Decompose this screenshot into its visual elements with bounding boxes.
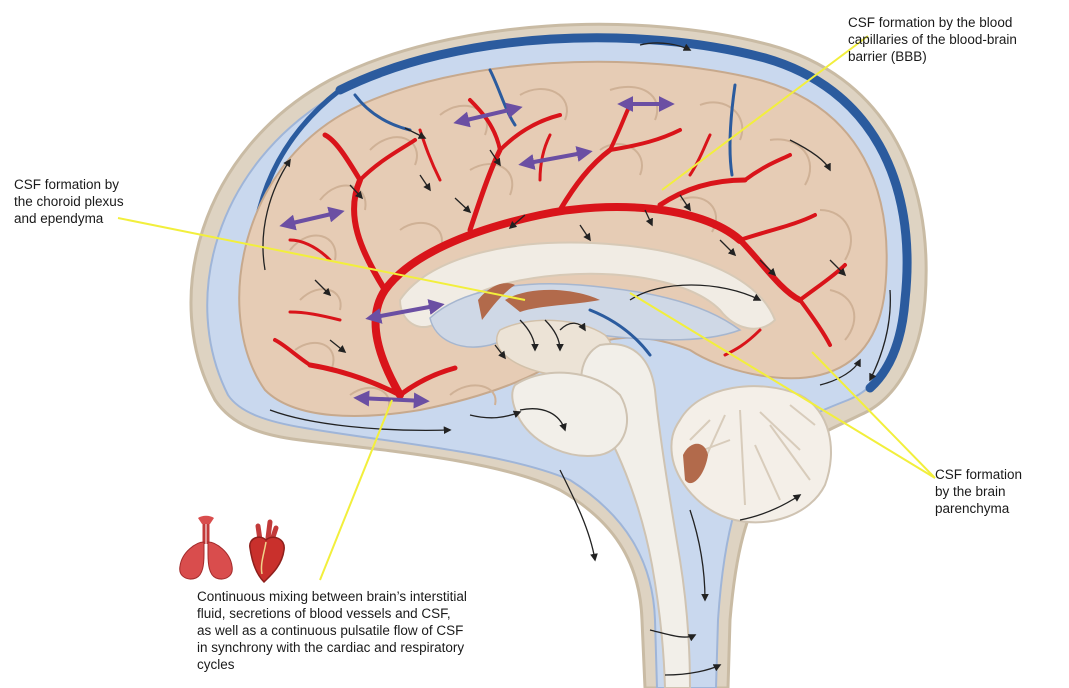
- label-parenchyma-formation: CSF formation by the brain parenchyma: [935, 466, 1022, 517]
- label-line: by the brain: [935, 483, 1022, 500]
- label-line: CSF formation by: [14, 176, 124, 193]
- label-bbb-formation: CSF formation by the blood capillaries o…: [848, 14, 1017, 65]
- label-line: cycles: [197, 656, 467, 673]
- lungs-icon: [174, 514, 238, 584]
- heart-icon: [240, 518, 290, 584]
- label-line: as well as a continuous pulsatile flow o…: [197, 622, 467, 639]
- label-choroid-formation: CSF formation by the choroid plexus and …: [14, 176, 124, 227]
- label-line: CSF formation by the blood: [848, 14, 1017, 31]
- label-line: capillaries of the blood-brain: [848, 31, 1017, 48]
- label-line: the choroid plexus: [14, 193, 124, 210]
- label-continuous-mixing: Continuous mixing between brain’s inters…: [197, 588, 467, 673]
- label-line: in synchrony with the cardiac and respir…: [197, 639, 467, 656]
- label-line: fluid, secretions of blood vessels and C…: [197, 605, 467, 622]
- label-line: and ependyma: [14, 210, 124, 227]
- label-line: Continuous mixing between brain’s inters…: [197, 588, 467, 605]
- label-line: parenchyma: [935, 500, 1022, 517]
- label-line: barrier (BBB): [848, 48, 1017, 65]
- label-line: CSF formation: [935, 466, 1022, 483]
